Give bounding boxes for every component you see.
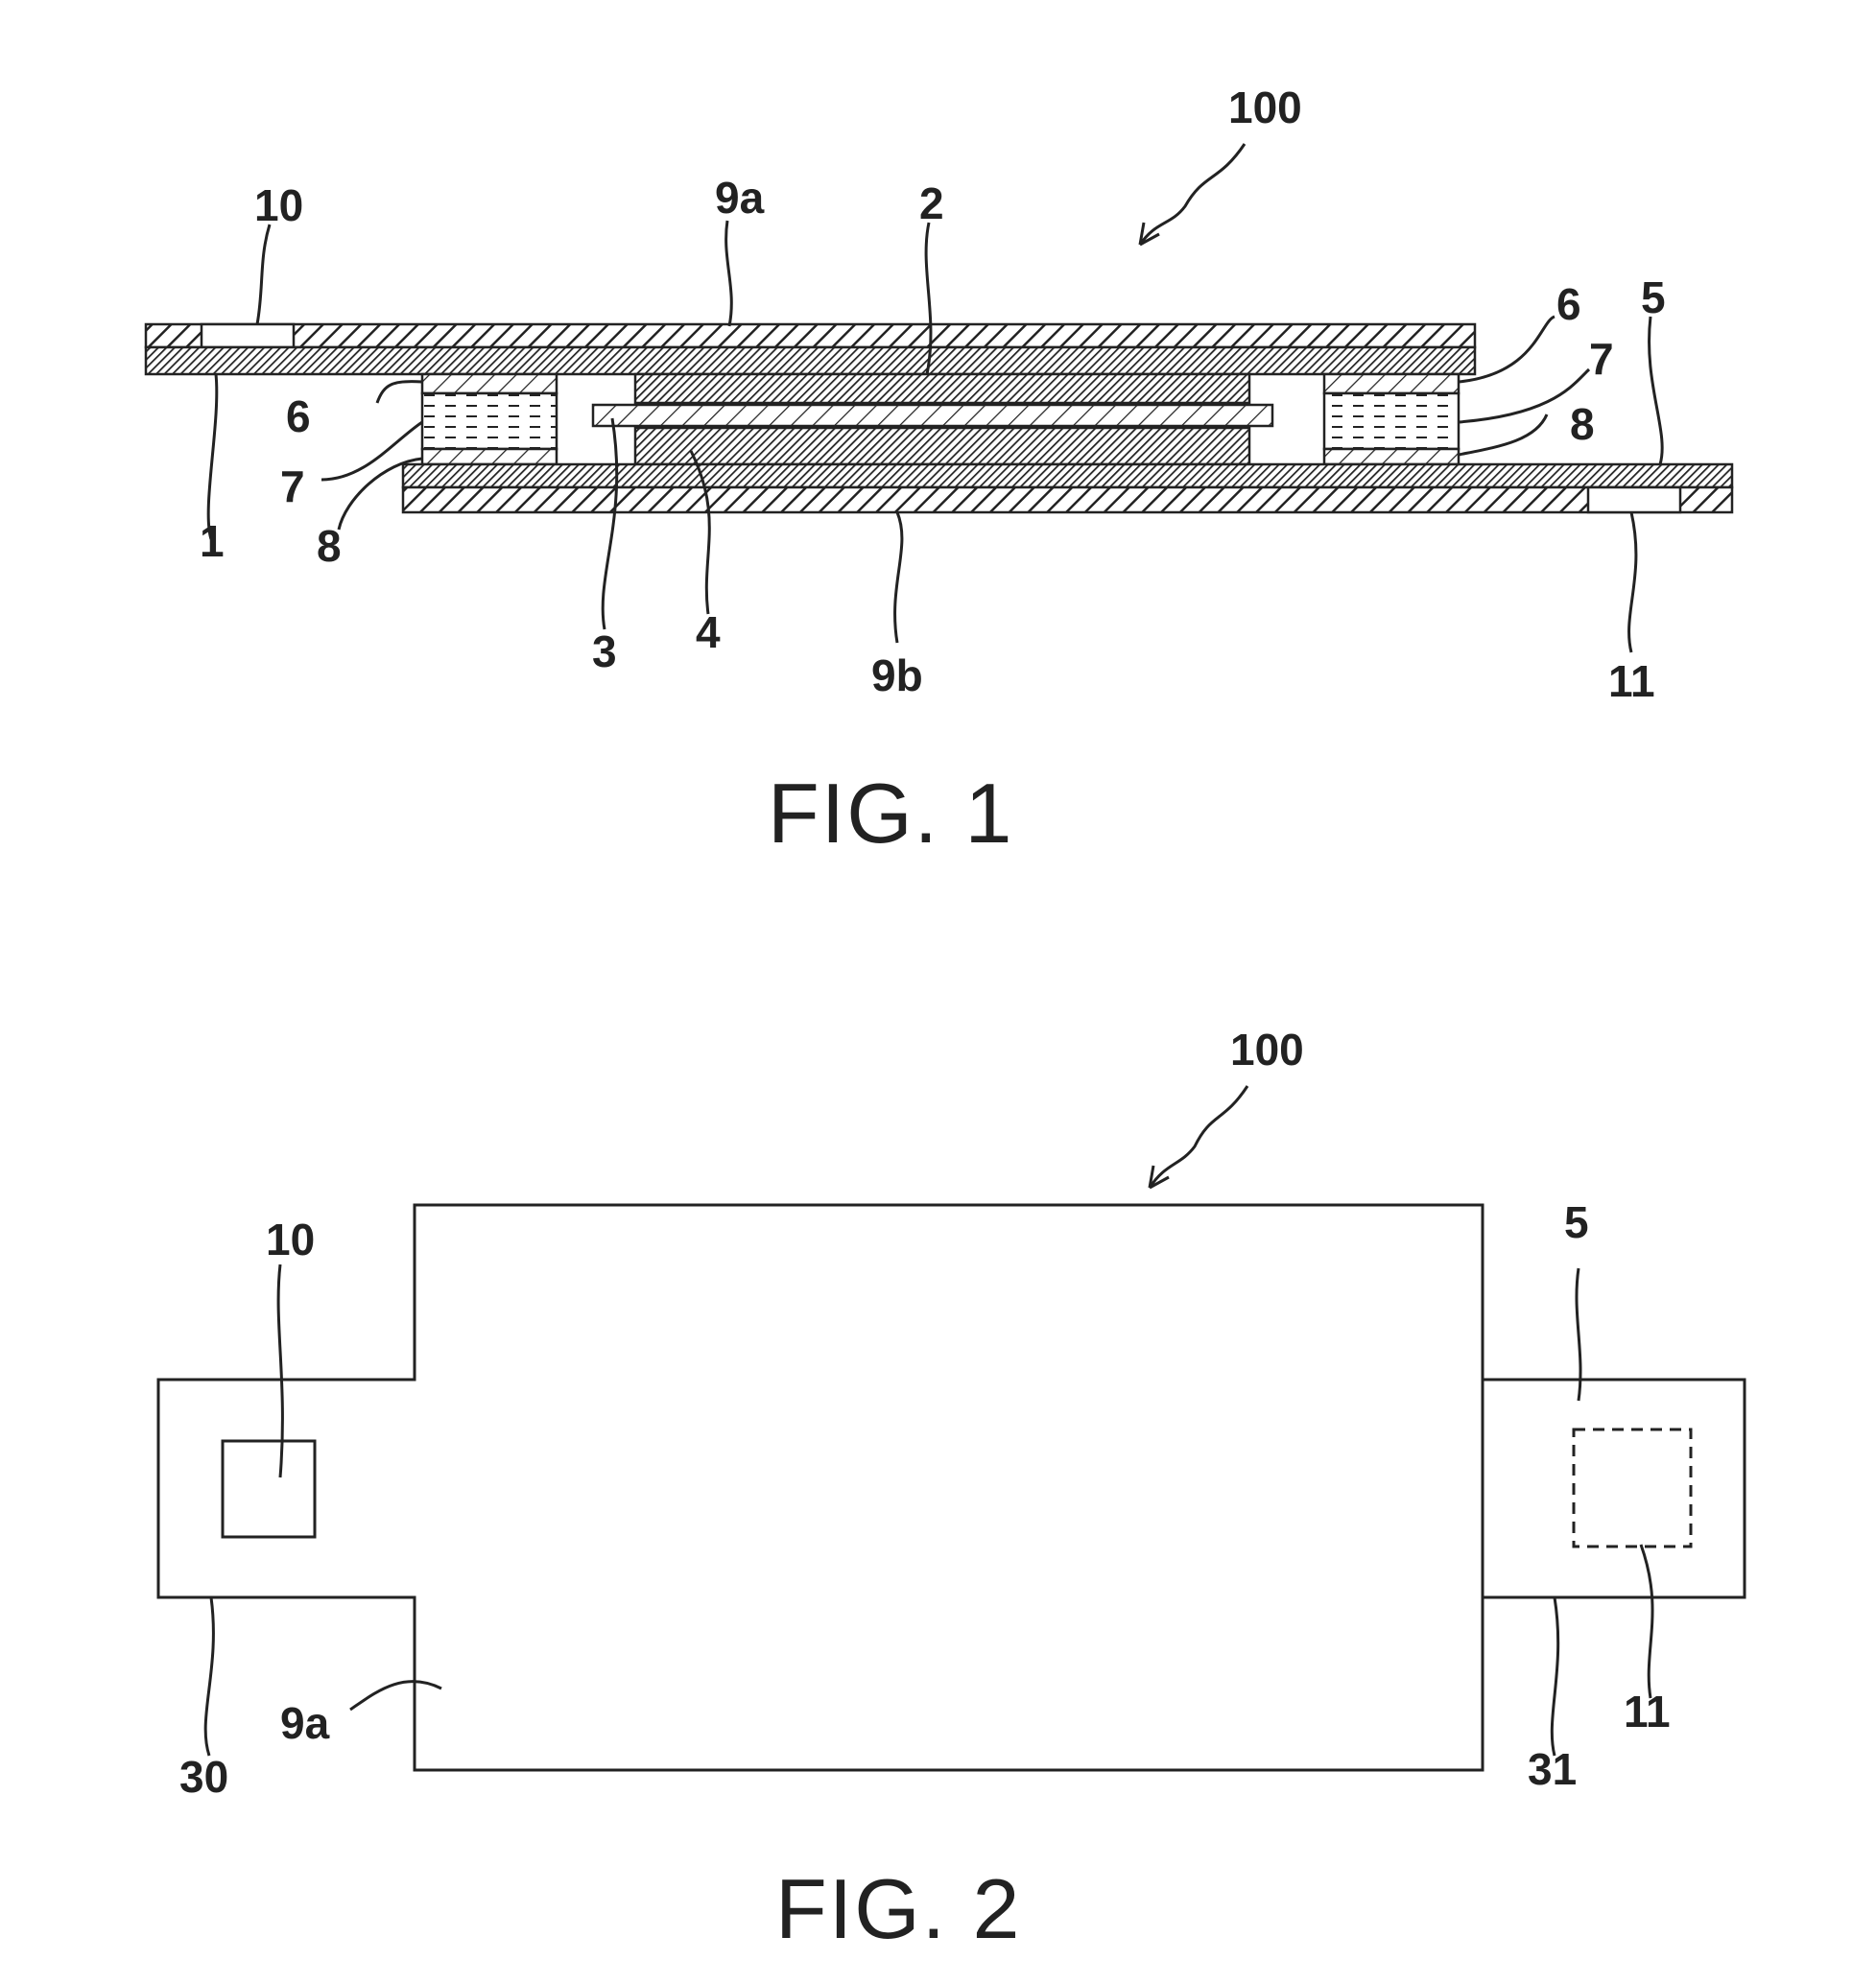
sealant-top-right: [1324, 374, 1459, 393]
figure-2-caption: FIG. 2: [775, 1861, 1022, 1956]
label-electrode-top: 2: [919, 178, 944, 228]
terminal-tab-right: [1483, 1380, 1745, 1597]
exterior-film-bottom: [403, 487, 1732, 512]
label-film-top-fig2: 9a: [280, 1698, 330, 1748]
label-sealant-top-right: 6: [1556, 279, 1581, 329]
port-square-top: [223, 1441, 315, 1537]
label-port-top-fig2: 10: [266, 1215, 315, 1264]
label-separator: 3: [592, 626, 617, 676]
exterior-film-top: [146, 324, 1475, 347]
electrode-bottom: [635, 428, 1249, 464]
electrode-top: [635, 374, 1249, 403]
label-tab-right: 31: [1528, 1744, 1577, 1794]
sealant-bottom-right: [1324, 449, 1459, 464]
label-film-top: 9a: [715, 173, 765, 223]
label-film-bottom: 9b: [871, 650, 923, 700]
terminal-plate-left: [146, 347, 1475, 374]
label-spacer-right: 7: [1589, 334, 1614, 384]
spacer-left: [422, 393, 557, 449]
label-sealant-bottom-right: 8: [1570, 399, 1595, 449]
label-sealant-top-left: 6: [286, 391, 311, 441]
label-sealant-bottom-left: 8: [317, 521, 342, 571]
sealant-bottom-left: [422, 449, 557, 464]
label-tab-left: 30: [179, 1752, 228, 1802]
label-port-top: 10: [254, 180, 303, 230]
spacer-right: [1324, 393, 1459, 449]
separator: [593, 405, 1272, 426]
port-square-bottom: [1574, 1429, 1691, 1547]
sealant-top-left: [422, 374, 557, 393]
port-hole-top: [202, 324, 294, 347]
figure-2-plan-view: 100 10 5 11 9a 30 31 FIG. 2: [158, 1025, 1745, 1956]
label-spacer-left: 7: [280, 461, 305, 511]
label-device-fig2: 100: [1230, 1025, 1304, 1075]
label-terminal-right: 5: [1641, 272, 1666, 322]
port-hole-bottom: [1588, 487, 1680, 512]
figure-1-caption: FIG. 1: [768, 766, 1014, 861]
label-terminal-left: 1: [200, 516, 225, 566]
label-port-bottom: 11: [1608, 656, 1655, 706]
label-electrode-bottom: 4: [696, 607, 721, 657]
label-terminal-right-fig2: 5: [1564, 1197, 1589, 1247]
label-port-bottom-fig2: 11: [1624, 1687, 1671, 1736]
label-device: 100: [1228, 83, 1302, 132]
figure-1-cross-section: 100 10 9a 2 6 5 7 8 6 7 1 8 3 4 9b 11 FI…: [146, 83, 1732, 861]
exterior-film-outline: [158, 1205, 1483, 1770]
terminal-plate-right: [403, 464, 1732, 487]
